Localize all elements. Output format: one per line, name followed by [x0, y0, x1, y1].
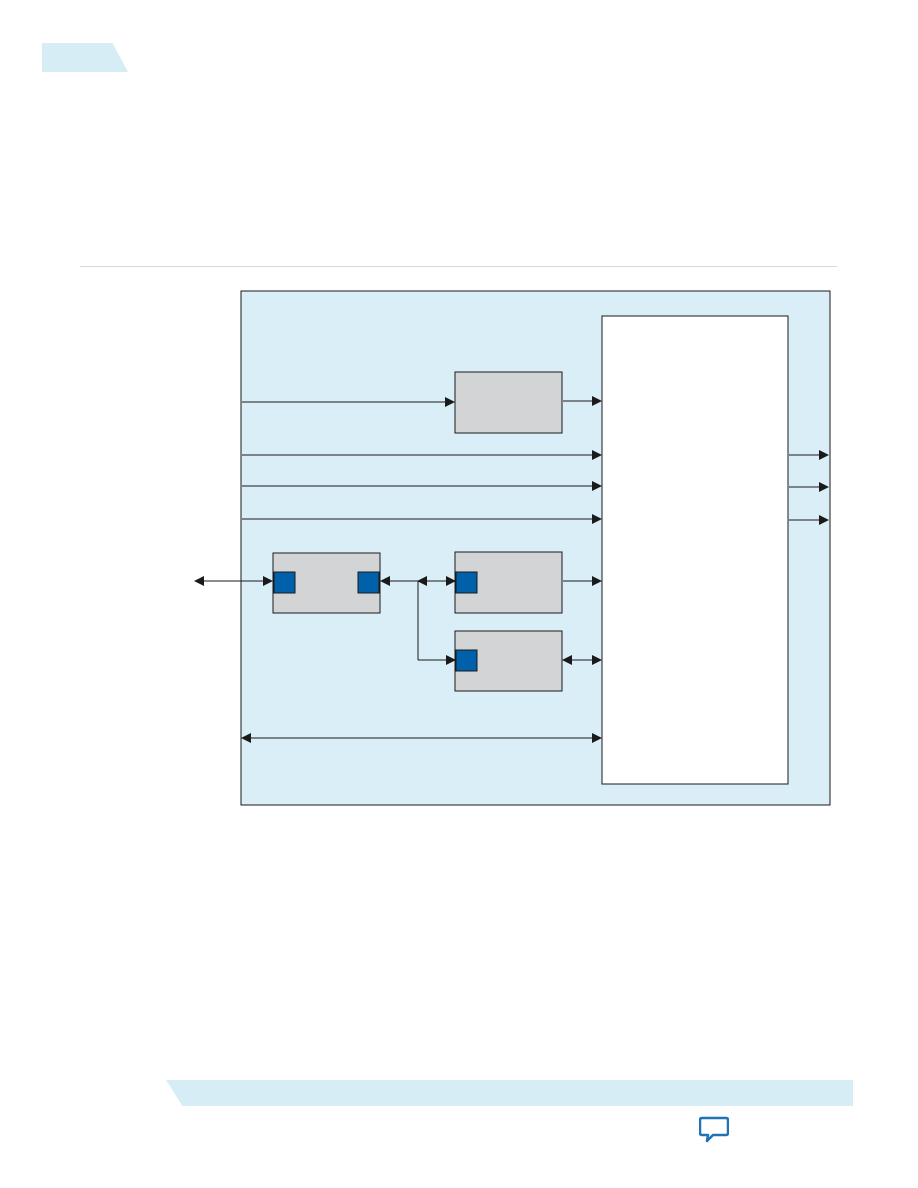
large-block	[601, 315, 789, 785]
header-rule	[80, 266, 837, 267]
left-block-input-port	[273, 571, 296, 594]
lower-block-port	[455, 649, 478, 672]
speech-bubble-icon[interactable]	[699, 1116, 729, 1144]
footer-band	[166, 1080, 853, 1106]
left-block-output-port	[357, 571, 380, 594]
upper-block	[454, 371, 563, 434]
middle-block-port	[455, 571, 478, 594]
page-tab	[42, 43, 128, 72]
